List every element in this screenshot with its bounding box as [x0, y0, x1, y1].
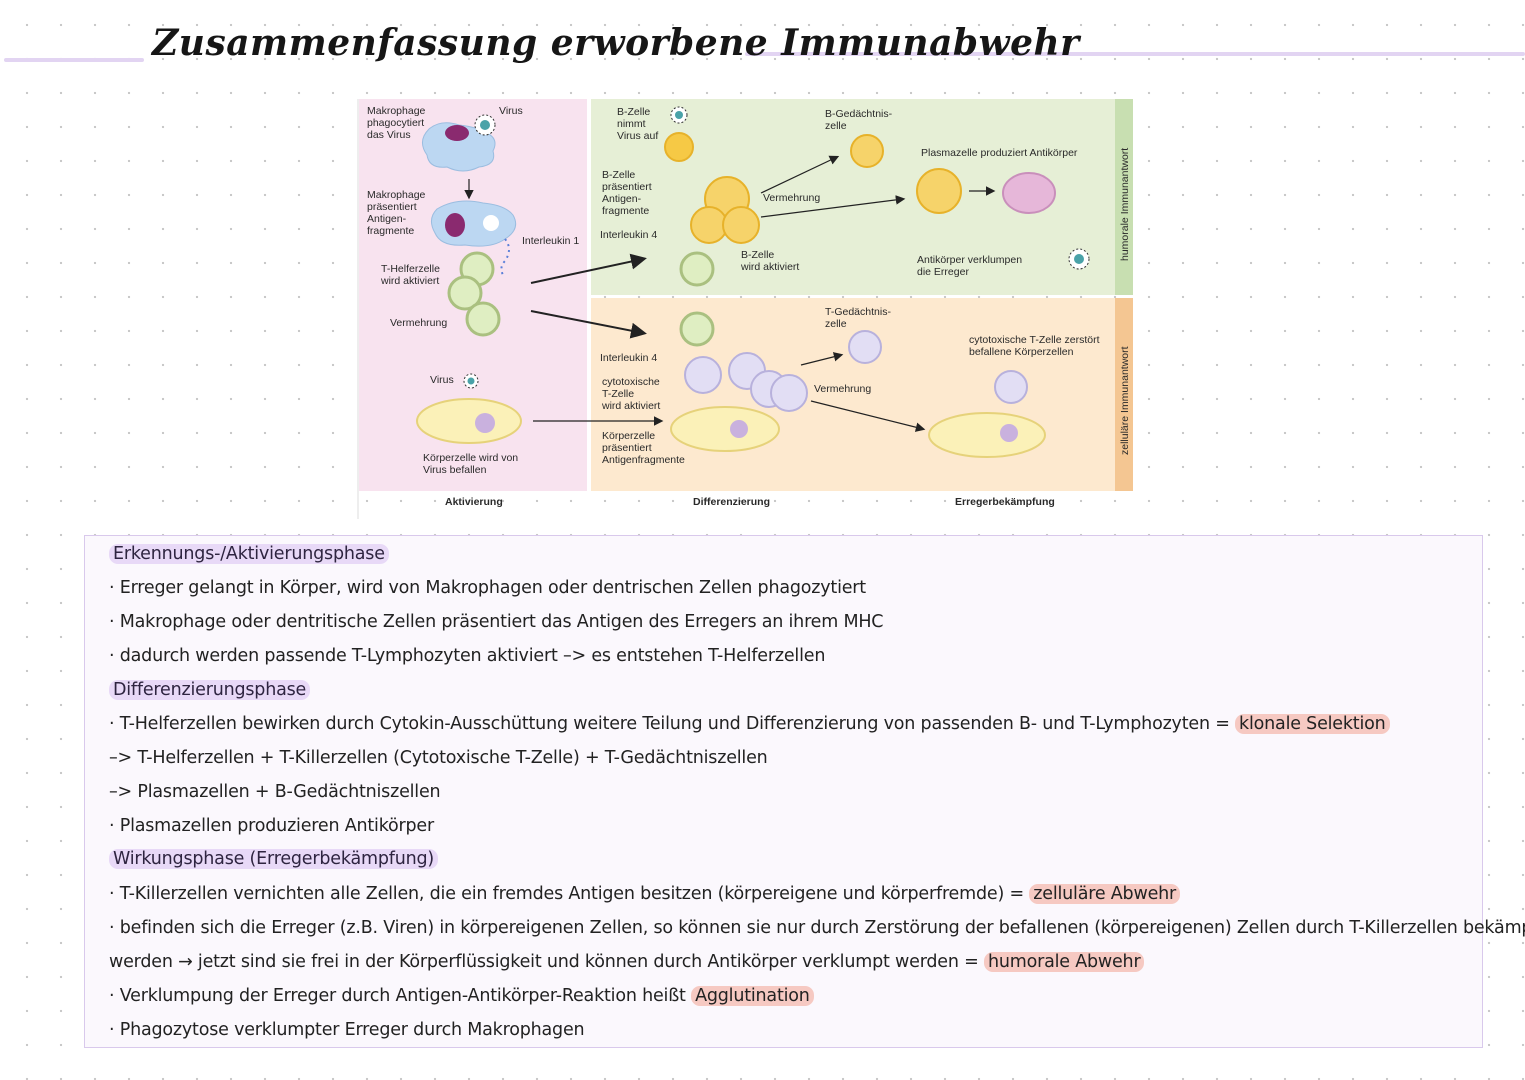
note-line: · Makrophage oder dentritische Zellen pr… [109, 612, 884, 632]
humoral-sidebar [1115, 99, 1133, 295]
highlight: klonale Selektion [1235, 714, 1390, 734]
highlight: zelluläre Abwehr [1029, 884, 1181, 904]
svg-text:Vermehrung: Vermehrung [390, 317, 447, 329]
note-line: –> T-Helferzellen + T-Killerzellen (Cyto… [109, 748, 768, 768]
plasma-cell-icon [916, 168, 962, 214]
svg-text:humorale Immunantwort: humorale Immunantwort [1119, 148, 1131, 261]
note-line: · Erreger gelangt in Körper, wird von Ma… [109, 578, 866, 598]
svg-text:Interleukin 1: Interleukin 1 [522, 235, 579, 247]
highlight: humorale Abwehr [983, 952, 1145, 972]
b-cell-icon [722, 206, 760, 244]
note-line: · befinden sich die Erreger (z.B. Viren)… [109, 918, 1525, 938]
title-line-right [745, 52, 1525, 56]
svg-text:Erregerbekämpfung: Erregerbekämpfung [955, 496, 1055, 508]
title-line-left [4, 58, 144, 62]
note-line: · Verklumpung der Erreger durch Antigen-… [109, 986, 814, 1006]
highlight: Agglutination [691, 986, 814, 1006]
macrophage-presenting-icon [431, 200, 517, 247]
page-title: Zusammenfassung erworbene Immunabwehr [152, 22, 1080, 64]
t-helper-cell-icon [465, 301, 501, 337]
b-memory-cell-icon [850, 134, 884, 168]
svg-text:Interleukin 4: Interleukin 4 [600, 229, 657, 241]
b-cell-icon [690, 206, 728, 244]
note-line: · Phagozytose verklumpter Erreger durch … [109, 1020, 585, 1040]
svg-text:Plasmazelle produziert Antikör: Plasmazelle produziert Antikörper [921, 147, 1078, 159]
body-cell-icon [416, 398, 522, 444]
note-line: · Plasmazellen produzieren Antikörper [109, 816, 434, 836]
cellular-sidebar [1115, 298, 1133, 491]
phase-heading: Erkennungs-/Aktivierungsphase [109, 544, 389, 564]
svg-text:Vermehrung: Vermehrung [814, 383, 871, 395]
notes-box: Erkennungs-/Aktivierungsphase · Erreger … [84, 535, 1525, 1048]
destroyed-body-cell-icon [928, 412, 1046, 458]
note-line: werden → jetzt sind sie frei in der Körp… [109, 952, 1145, 972]
svg-text:zelluläre Immunantwort: zelluläre Immunantwort [1119, 346, 1131, 455]
cytotoxic-t-cell-icon [994, 370, 1028, 404]
note-line: · T-Helferzellen bewirken durch Cytokin-… [109, 714, 1390, 734]
svg-text:Virus: Virus [499, 105, 523, 117]
svg-text:Interleukin 4: Interleukin 4 [600, 352, 657, 364]
note-line: –> Plasmazellen + B-Gedächtniszellen [109, 782, 441, 802]
svg-text:Vermehrung: Vermehrung [763, 192, 820, 204]
svg-text:T-Gedächtnis-zelle: T-Gedächtnis-zelle [825, 306, 891, 330]
b-cell-icon [664, 132, 694, 162]
svg-text:Virus: Virus [430, 374, 454, 386]
phase-heading: Wirkungsphase (Erregerbekämpfung) [109, 849, 439, 869]
phase-heading: Differenzierungsphase [109, 680, 311, 700]
cytotoxic-t-cell-icon [684, 356, 722, 394]
note-line: · T-Killerzellen vernichten alle Zellen,… [109, 884, 1181, 904]
svg-text:B-Gedächtnis-zelle: B-Gedächtnis-zelle [825, 108, 893, 132]
cellular-panel [591, 298, 1115, 491]
t-memory-cell-icon [848, 330, 882, 364]
note-line: · dadurch werden passende T-Lymphozyten … [109, 646, 826, 666]
cytotoxic-t-cell-icon [770, 374, 808, 412]
plasma-cell-producing-icon [1002, 172, 1056, 214]
t-helper-cell-icon [447, 275, 483, 311]
svg-text:Differenzierung: Differenzierung [693, 496, 770, 508]
body-cell-presenting-icon [670, 406, 780, 452]
macrophage-icon [422, 122, 496, 172]
svg-text:Aktivierung: Aktivierung [445, 496, 503, 508]
